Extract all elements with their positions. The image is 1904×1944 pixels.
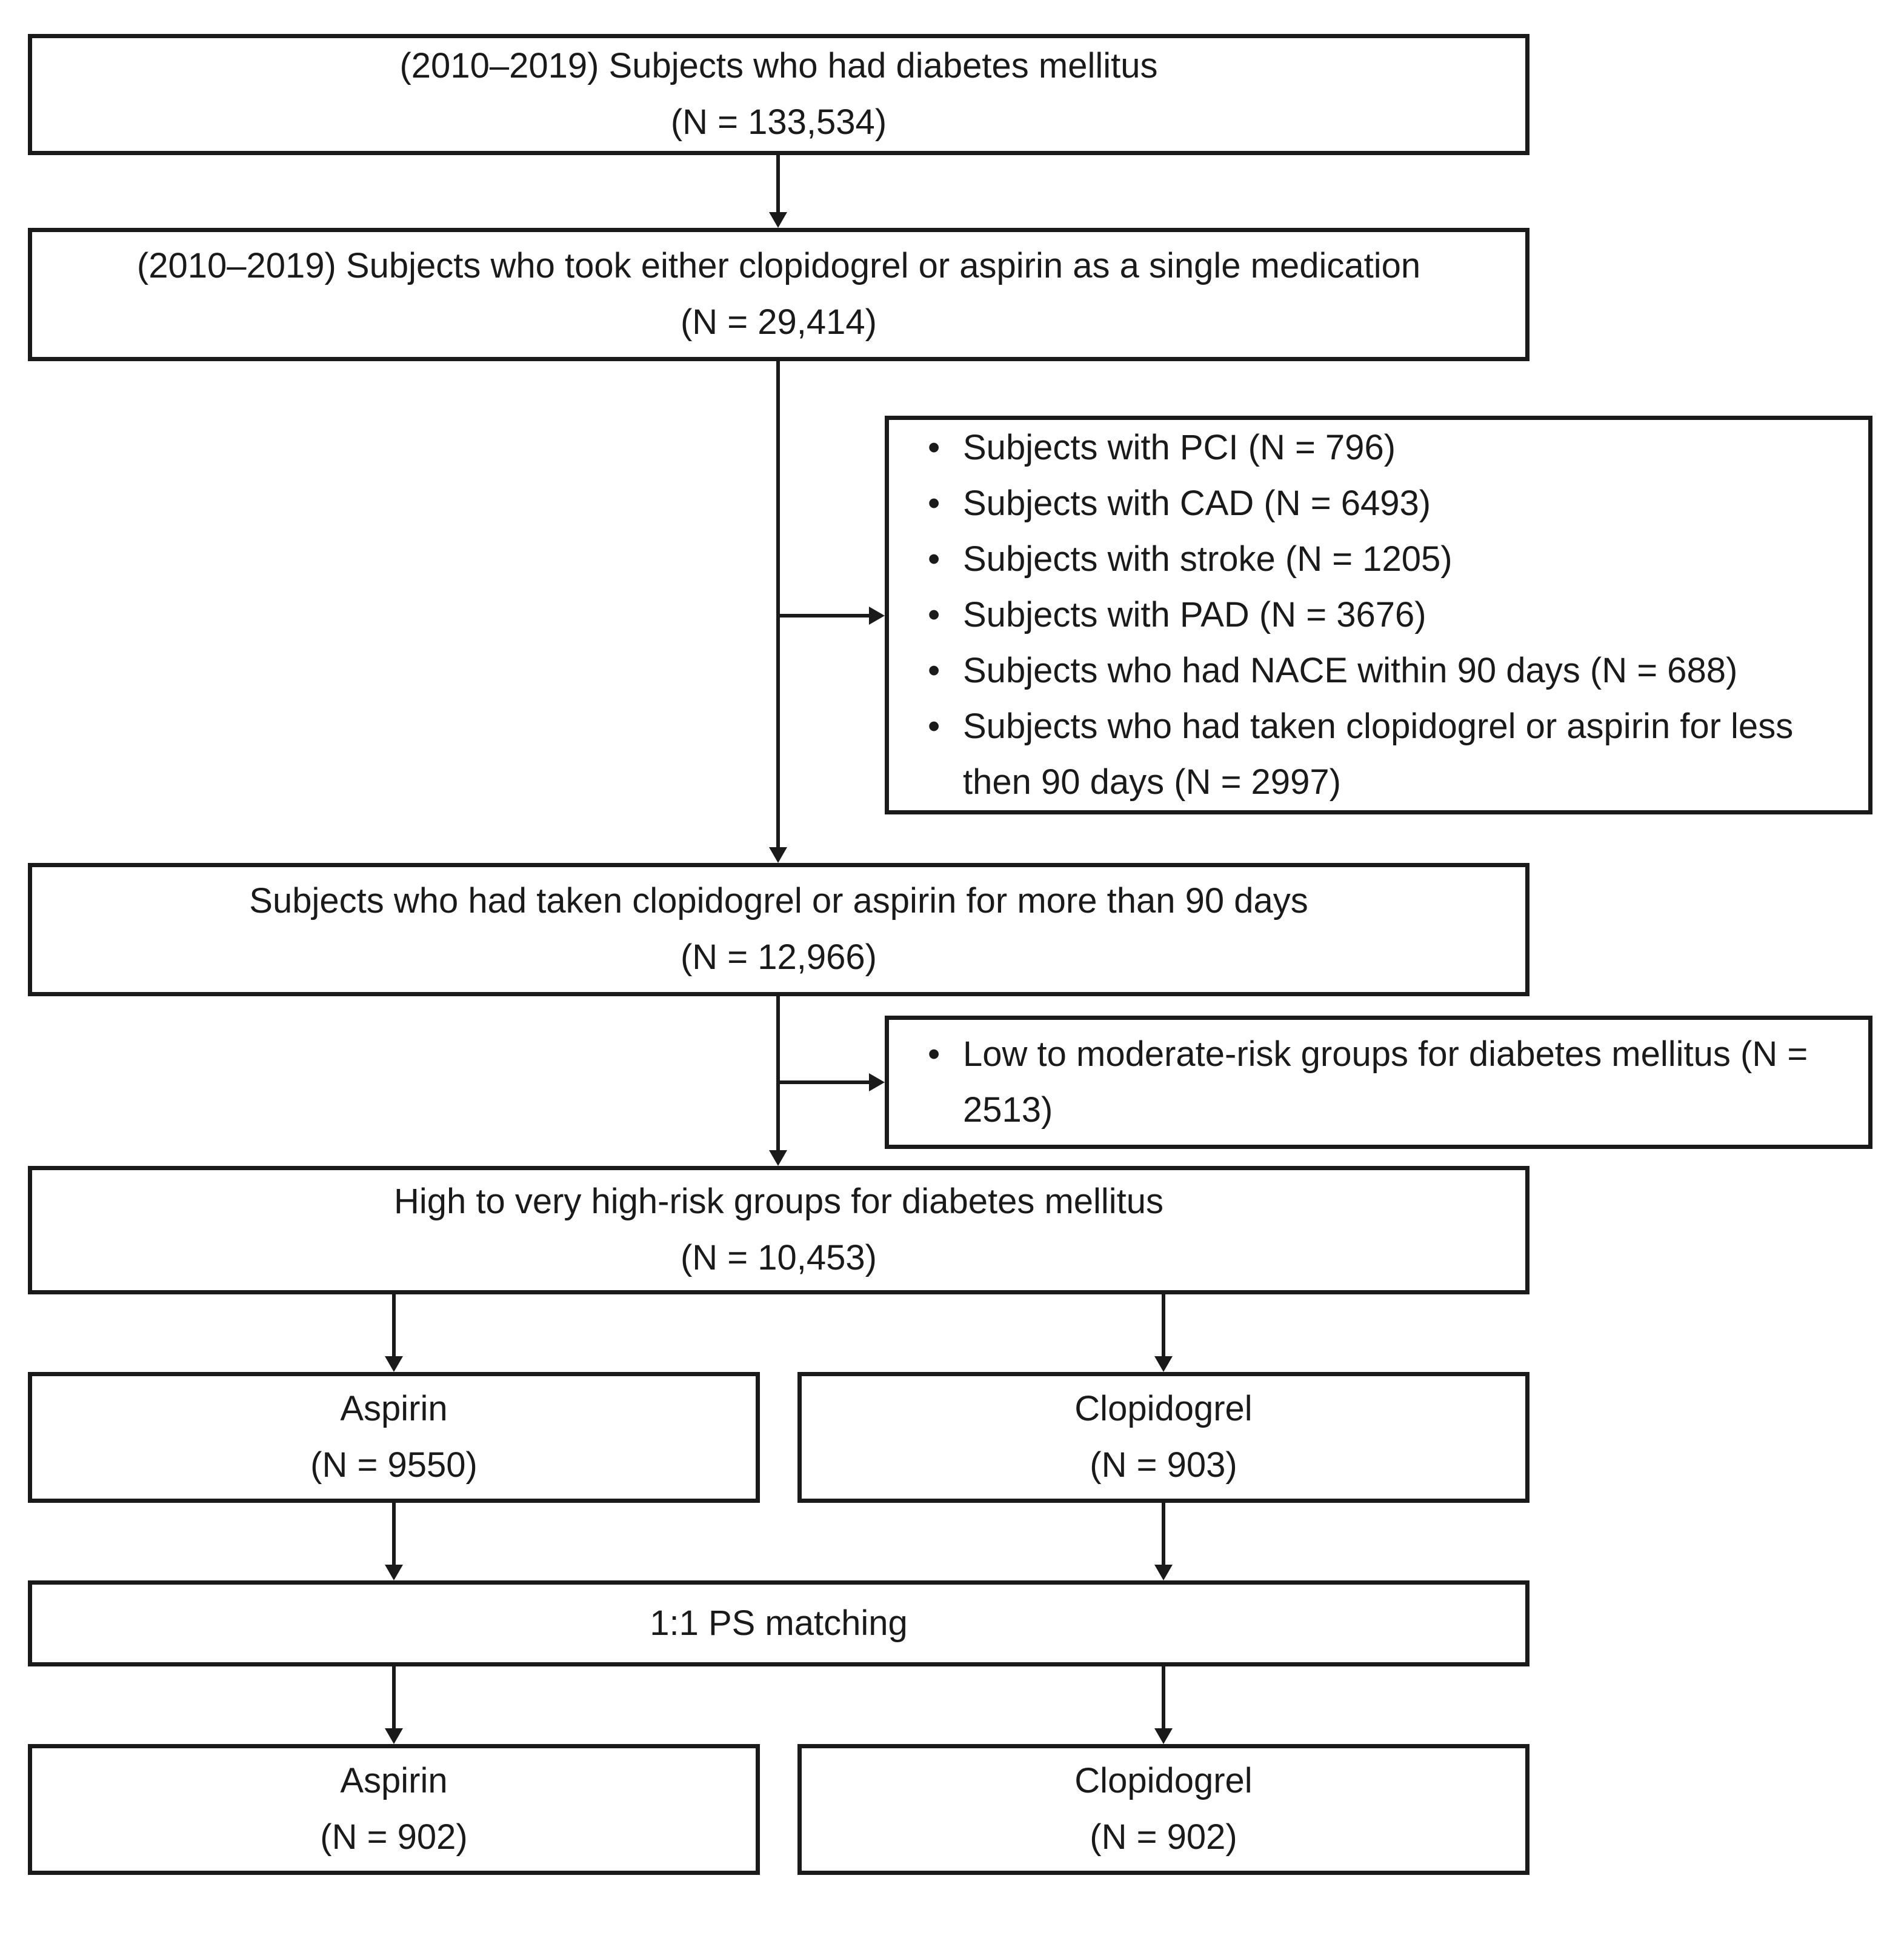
exclusion-item: Subjects who had NACE within 90 days (N … — [919, 643, 1850, 699]
box-title: Aspirin — [340, 1389, 448, 1429]
arrow-b4-aspirin-stem — [392, 1294, 396, 1357]
box-single-medication: (2010–2019) Subjects who took either clo… — [28, 228, 1530, 361]
box-title: Aspirin — [340, 1761, 448, 1801]
arrowhead-ps-aspirin — [385, 1728, 403, 1744]
arrow-exclusion2-stem — [778, 1080, 870, 1084]
arrow-clopidogrel-ps-stem — [1162, 1503, 1165, 1566]
box-count: (N = 903) — [1090, 1445, 1237, 1485]
exclusion-list: Subjects with PCI (N = 796) Subjects wit… — [919, 420, 1850, 810]
box-exclusions-2: Low to moderate-risk groups for diabetes… — [885, 1016, 1872, 1149]
exclusion-list: Low to moderate-risk groups for diabetes… — [919, 1027, 1850, 1138]
exclusion-item: Subjects with PCI (N = 796) — [919, 420, 1850, 476]
box-exclusions-1: Subjects with PCI (N = 796) Subjects wit… — [885, 416, 1872, 814]
arrowhead-exclusion1 — [869, 607, 885, 625]
box-more-than-90-days: Subjects who had taken clopidogrel or as… — [28, 863, 1530, 996]
arrowhead-b2-b3 — [769, 847, 787, 863]
exclusion-item: Subjects with stroke (N = 1205) — [919, 531, 1850, 587]
arrowhead-aspirin-ps — [385, 1565, 403, 1580]
arrowhead-clopidogrel-ps — [1154, 1565, 1173, 1580]
box-count: (N = 29,414) — [680, 302, 877, 342]
box-count: (N = 902) — [320, 1817, 468, 1857]
box-title: Subjects who had taken clopidogrel or as… — [249, 881, 1308, 921]
box-diabetes-population: (2010–2019) Subjects who had diabetes me… — [28, 34, 1530, 155]
box-ps-matching: 1:1 PS matching — [28, 1580, 1530, 1666]
arrow-b4-clopidogrel-stem — [1162, 1294, 1165, 1357]
box-clopidogrel-prematch: Clopidogrel (N = 903) — [797, 1372, 1530, 1503]
box-aspirin-matched: Aspirin (N = 902) — [28, 1744, 760, 1875]
arrow-exclusion1-stem — [778, 614, 870, 617]
arrowhead-b1-b2 — [769, 212, 787, 228]
arrowhead-b4-aspirin — [385, 1356, 403, 1372]
box-title: 1:1 PS matching — [650, 1603, 908, 1643]
arrow-aspirin-ps-stem — [392, 1503, 396, 1566]
box-count: (N = 133,534) — [670, 102, 887, 142]
arrowhead-exclusion2 — [869, 1073, 885, 1091]
arrow-b2-b3-stem — [776, 361, 780, 848]
exclusion-item: Subjects who had taken clopidogrel or as… — [919, 699, 1850, 810]
box-title: Clopidogrel — [1074, 1389, 1253, 1429]
box-count: (N = 9550) — [310, 1445, 478, 1485]
box-clopidogrel-matched: Clopidogrel (N = 902) — [797, 1744, 1530, 1875]
box-title: (2010–2019) Subjects who had diabetes me… — [399, 46, 1158, 86]
box-count: (N = 10,453) — [680, 1238, 877, 1277]
box-aspirin-prematch: Aspirin (N = 9550) — [28, 1372, 760, 1503]
exclusion-item: Low to moderate-risk groups for diabetes… — [919, 1027, 1850, 1138]
arrow-b1-b2-stem — [776, 155, 780, 213]
arrowhead-ps-clopidogrel — [1154, 1728, 1173, 1744]
arrow-ps-clopidogrel-stem — [1162, 1666, 1165, 1729]
exclusion-item: Subjects with PAD (N = 3676) — [919, 587, 1850, 643]
box-count: (N = 902) — [1090, 1817, 1237, 1857]
box-title: Clopidogrel — [1074, 1761, 1253, 1801]
arrowhead-b3-b4 — [769, 1150, 787, 1166]
box-title: High to very high-risk groups for diabet… — [393, 1182, 1164, 1222]
box-high-risk-group: High to very high-risk groups for diabet… — [28, 1166, 1530, 1294]
arrowhead-b4-clopidogrel — [1154, 1356, 1173, 1372]
exclusion-item: Subjects with CAD (N = 6493) — [919, 476, 1850, 531]
box-count: (N = 12,966) — [680, 937, 877, 977]
box-title: (2010–2019) Subjects who took either clo… — [136, 246, 1421, 286]
arrow-ps-aspirin-stem — [392, 1666, 396, 1729]
arrow-b3-b4-stem — [776, 996, 780, 1151]
